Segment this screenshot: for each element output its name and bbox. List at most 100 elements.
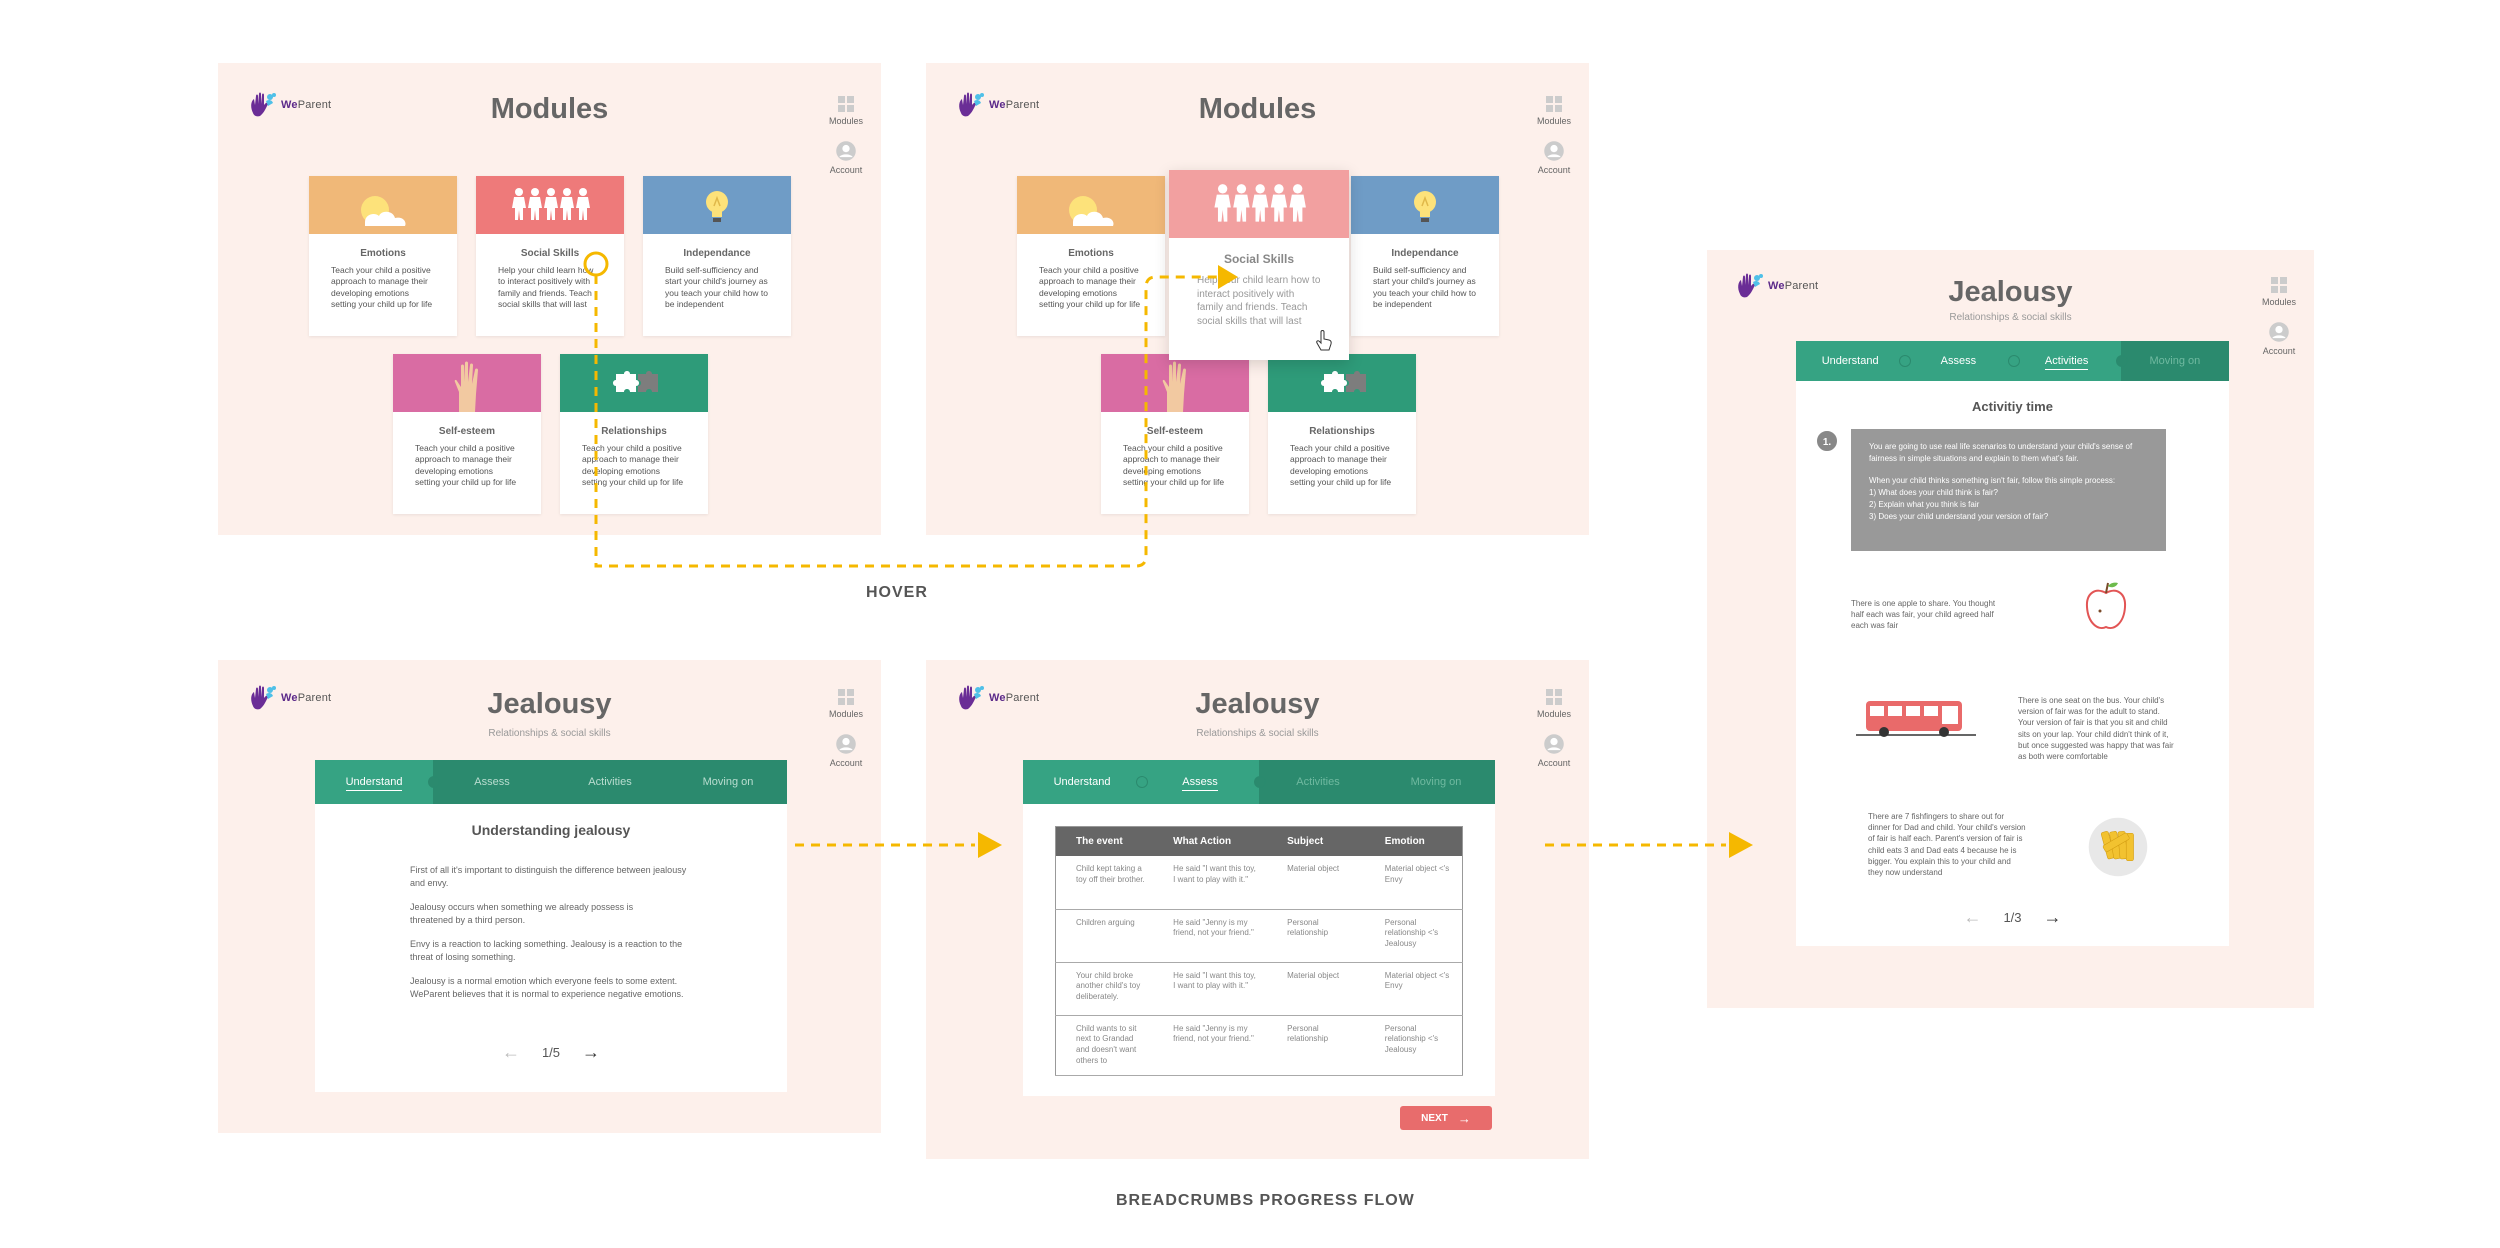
instructions-box: You are going to use real life scenarios…: [1851, 429, 2166, 551]
tab-moving-on[interactable]: Moving on: [2149, 355, 2201, 367]
tab-understand[interactable]: Understand: [1023, 760, 1148, 804]
column-header: What Action: [1153, 826, 1268, 856]
page-title: Jealousy: [487, 688, 612, 720]
tab-assess[interactable]: Assess: [474, 776, 510, 788]
side-nav: Modules Account: [2254, 276, 2304, 370]
module-card-self-esteem[interactable]: Self-esteem Teach your child a positive …: [1101, 354, 1249, 514]
frame-jealousy-understand: WeParent Jealousy Relationships & social…: [218, 660, 881, 1133]
arrow-right-icon: →: [1457, 1110, 1471, 1126]
puzzle-icon: [560, 354, 708, 412]
brand-name: WeParent: [989, 692, 1040, 704]
module-card-relationships[interactable]: Relationships Teach your child a positiv…: [1268, 354, 1416, 514]
module-card-social-skills[interactable]: Social Skills Help your child learn how …: [476, 176, 624, 336]
tab-activities[interactable]: Activities: [588, 776, 632, 788]
frame-modules-hover: WeParent Modules Modules Account Emotion…: [926, 63, 1589, 535]
tab-connector: [1254, 776, 1266, 788]
brand-name: WeParent: [1768, 280, 1819, 292]
paragraph: Jealousy occurs when something we alread…: [410, 902, 634, 926]
section-heading: Understanding jealousy: [471, 822, 631, 838]
tab-connector: [1899, 355, 1912, 367]
tab-moving-on[interactable]: Moving on: [702, 776, 754, 788]
brand-logo[interactable]: WeParent: [956, 91, 1039, 119]
module-card-emotions[interactable]: Emotions Teach your child a positive app…: [1017, 176, 1165, 336]
nav-modules[interactable]: Modules: [821, 688, 871, 719]
breadcrumb-tabs: Understand Assess Activities Moving on: [1023, 760, 1495, 804]
flow-caption: BREADCRUMBS PROGRESS FLOW: [1116, 1192, 1415, 1209]
nav-modules[interactable]: Modules: [1529, 688, 1579, 719]
nav-modules[interactable]: Modules: [1529, 95, 1579, 126]
user-icon: [835, 733, 857, 755]
grid-icon: [837, 688, 855, 706]
page-subtitle: Relationships & social skills: [1196, 728, 1319, 739]
user-icon: [835, 140, 857, 162]
grid-icon: [2270, 276, 2288, 294]
brand-logo[interactable]: WeParent: [1735, 272, 1818, 300]
nav-modules[interactable]: Modules: [2254, 276, 2304, 307]
puzzle-icon: [1268, 354, 1416, 412]
nav-account[interactable]: Account: [1529, 140, 1579, 175]
pager: ← 1/5 →: [315, 1042, 787, 1063]
prev-arrow-icon[interactable]: ←: [501, 1042, 520, 1062]
page-title: Jealousy: [1195, 688, 1320, 720]
module-card-independance[interactable]: Independance Build self-sufficiency and …: [1351, 176, 1499, 336]
tab-understand[interactable]: Understand: [315, 760, 440, 804]
lesson-panel: Understand Assess Activities Moving on U…: [315, 760, 787, 1092]
module-card-social-skills-hover[interactable]: Social Skills Help your child learn how …: [1169, 170, 1349, 360]
column-header: The event: [1055, 826, 1154, 856]
next-arrow-icon[interactable]: →: [582, 1042, 601, 1062]
module-card-independance[interactable]: Independance Build self-sufficiency and …: [643, 176, 791, 336]
frame-modules: WeParent Modules Modules Account Emotion…: [218, 63, 881, 535]
scenario-text: There is one apple to share. You thought…: [1851, 599, 1996, 631]
side-nav: Modules Account: [821, 95, 871, 189]
tab-connector: [1136, 776, 1148, 788]
grid-icon: [837, 95, 855, 113]
module-card-emotions[interactable]: Emotions Teach your child a positive app…: [309, 176, 457, 336]
brand-logo[interactable]: WeParent: [248, 684, 331, 712]
page-title: Modules: [1198, 93, 1317, 125]
brand-logo[interactable]: WeParent: [956, 684, 1039, 712]
brand-logo[interactable]: WeParent: [248, 91, 331, 119]
tab-activities[interactable]: Activities: [1296, 776, 1340, 788]
side-nav: Modules Account: [821, 688, 871, 782]
paper-people-icon: [476, 176, 624, 234]
tab-connector: [2007, 355, 2020, 367]
section-heading: Activitiy time: [1972, 399, 2053, 414]
page-subtitle: Relationships & social skills: [488, 728, 611, 739]
table-row: Your child broke another child's toy del…: [1055, 962, 1463, 1016]
pager: ← 1/3 →: [1796, 907, 2229, 928]
nav-account[interactable]: Account: [1529, 733, 1579, 768]
tab-moving-on[interactable]: Moving on: [1410, 776, 1462, 788]
paragraph: Envy is a reaction to lacking something.…: [410, 939, 683, 963]
tab-assess[interactable]: Assess: [1141, 760, 1266, 804]
next-button[interactable]: NEXT →: [1400, 1106, 1492, 1130]
module-card-self-esteem[interactable]: Self-esteem Teach your child a positive …: [393, 354, 541, 514]
hover-caption: HOVER: [866, 584, 928, 601]
nav-modules[interactable]: Modules: [821, 95, 871, 126]
table-row: Child kept taking a toy off their brothe…: [1055, 856, 1463, 910]
prev-arrow-icon[interactable]: ←: [1963, 907, 1982, 927]
page-indicator: 1/3: [2003, 910, 2022, 925]
paragraph: First of all it's important to distingui…: [410, 865, 687, 889]
step-badge: 1.: [1815, 429, 1839, 453]
nav-account[interactable]: Account: [2254, 321, 2304, 356]
lightbulb-icon: [643, 176, 791, 234]
side-nav: Modules Account: [1529, 95, 1579, 189]
tab-activities[interactable]: Activities: [2012, 341, 2128, 381]
nav-account[interactable]: Account: [821, 140, 871, 175]
tab-assess[interactable]: Assess: [1904, 341, 2020, 381]
next-arrow-icon[interactable]: →: [2043, 907, 2062, 927]
paper-people-icon: [1169, 170, 1349, 238]
nav-account[interactable]: Account: [821, 733, 871, 768]
module-card-relationships[interactable]: Relationships Teach your child a positiv…: [560, 354, 708, 514]
brand-name: WeParent: [281, 99, 332, 111]
lightbulb-icon: [1351, 176, 1499, 234]
tab-understand[interactable]: Understand: [1796, 341, 1912, 381]
frame-jealousy-activities: WeParent Jealousy Relationships & social…: [1707, 250, 2314, 1008]
column-header: Subject: [1267, 826, 1365, 856]
table-row: Child wants to sit next to Grandad and d…: [1055, 1015, 1463, 1076]
tab-connector: [428, 776, 440, 788]
apple-icon: [2076, 577, 2136, 637]
page-title: Modules: [490, 93, 609, 125]
pointer-cursor-icon: [1316, 330, 1332, 351]
scenario-text: There are 7 fishfingers to share out for…: [1868, 812, 2026, 877]
